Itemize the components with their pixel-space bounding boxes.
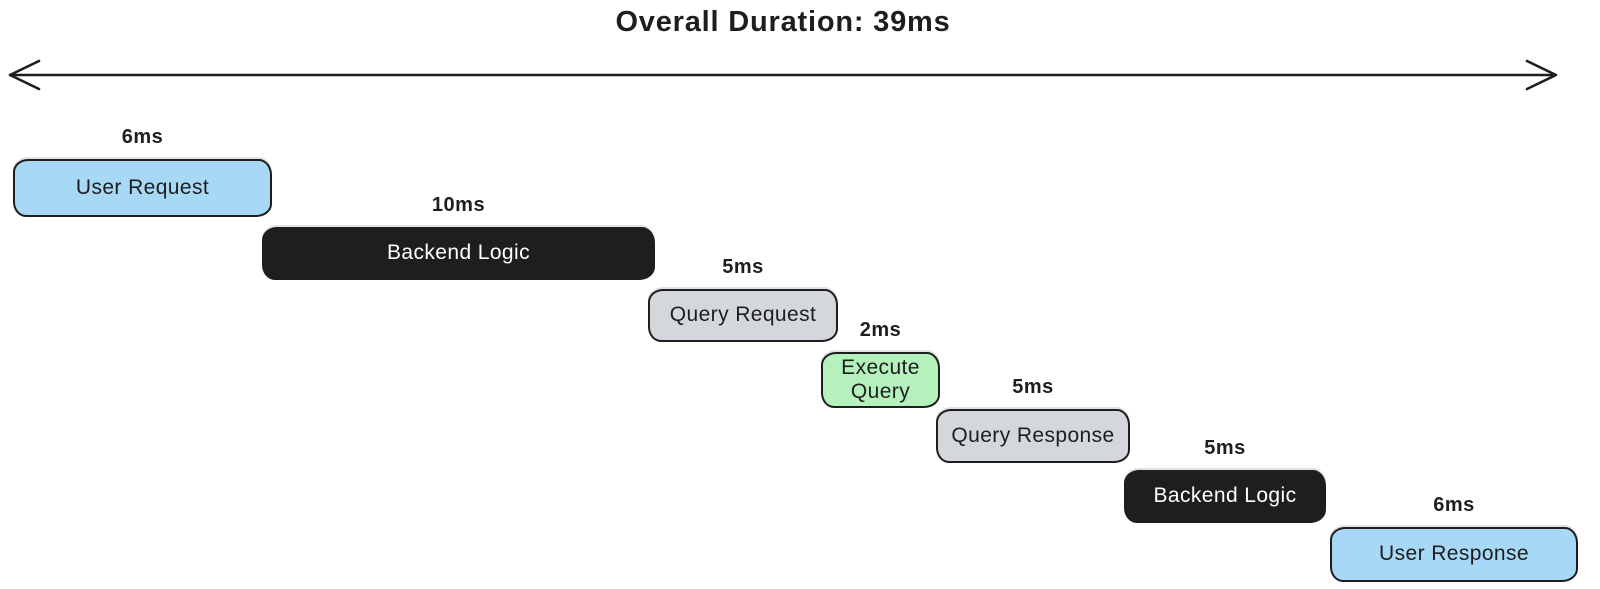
duration-label-query-response: 5ms (1012, 376, 1054, 398)
duration-label-query-request: 5ms (722, 256, 764, 278)
timeline-bar-query-request: Query Request (648, 289, 838, 342)
timeline-bar-backend-logic: Backend Logic (262, 227, 655, 280)
duration-label-backend-logic: 5ms (1204, 437, 1246, 459)
timeline-bar-query-response: Query Response (936, 409, 1130, 463)
bar-label: User Response (1379, 542, 1529, 566)
arrowhead-right-icon (1525, 59, 1558, 91)
bar-label: Query Response (951, 423, 1115, 447)
bar-label: Query Request (669, 303, 817, 327)
bar-label: Execute Query (841, 355, 920, 403)
duration-label-user-request: 6ms (121, 126, 164, 148)
duration-label-execute-query: 2ms (859, 319, 902, 341)
timeline-bar-execute-query: Execute Query (821, 352, 940, 408)
bar-label: Backend Logic (387, 241, 530, 265)
bar-label: Backend Logic (1153, 484, 1297, 508)
overall-duration-arrow (8, 59, 1558, 91)
diagram-title: Overall Duration: 39ms (615, 6, 951, 38)
timeline-bar-user-response: User Response (1330, 527, 1578, 582)
bar-label: User Request (75, 175, 210, 199)
arrowhead-left-icon (8, 59, 41, 91)
timeline-bar-backend-logic: Backend Logic (1124, 470, 1326, 523)
duration-label-backend-logic: 10ms (431, 194, 486, 216)
duration-label-user-response: 6ms (1433, 494, 1475, 516)
timeline-bar-user-request: User Request (13, 159, 272, 217)
